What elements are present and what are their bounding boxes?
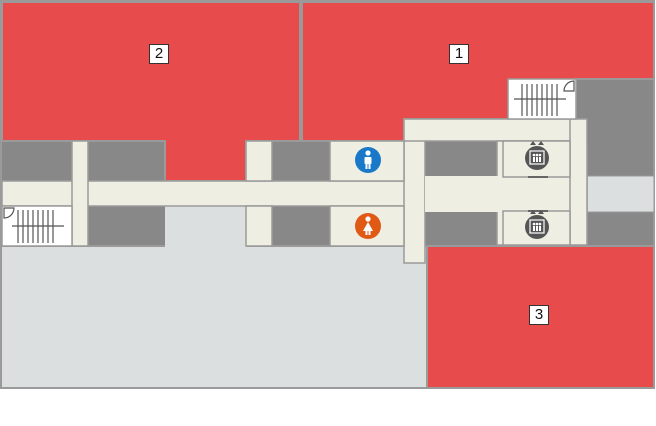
room-1-label: 1 bbox=[449, 44, 469, 64]
corridor-stair-right bbox=[569, 118, 588, 246]
corridor-top-right bbox=[403, 118, 587, 142]
female-restroom-icon[interactable] bbox=[355, 213, 381, 239]
corridor-left-vertical bbox=[71, 140, 89, 247]
stairs-icon[interactable] bbox=[507, 78, 577, 120]
room-3-label: 3 bbox=[529, 305, 549, 325]
elevator-icon[interactable] bbox=[525, 141, 549, 170]
corridor-mid-lower bbox=[245, 205, 273, 247]
open-area-middle bbox=[165, 205, 247, 247]
corridor-connector bbox=[425, 176, 587, 212]
elevator-icon-lower[interactable] bbox=[525, 210, 549, 239]
corridor-mid-upper bbox=[245, 140, 273, 182]
male-restroom-icon[interactable] bbox=[355, 147, 381, 173]
open-area-right bbox=[586, 175, 655, 213]
open-area-bottom-left bbox=[0, 245, 428, 389]
room-2-label: 2 bbox=[149, 44, 169, 64]
stairs-icon-left[interactable] bbox=[1, 205, 73, 247]
